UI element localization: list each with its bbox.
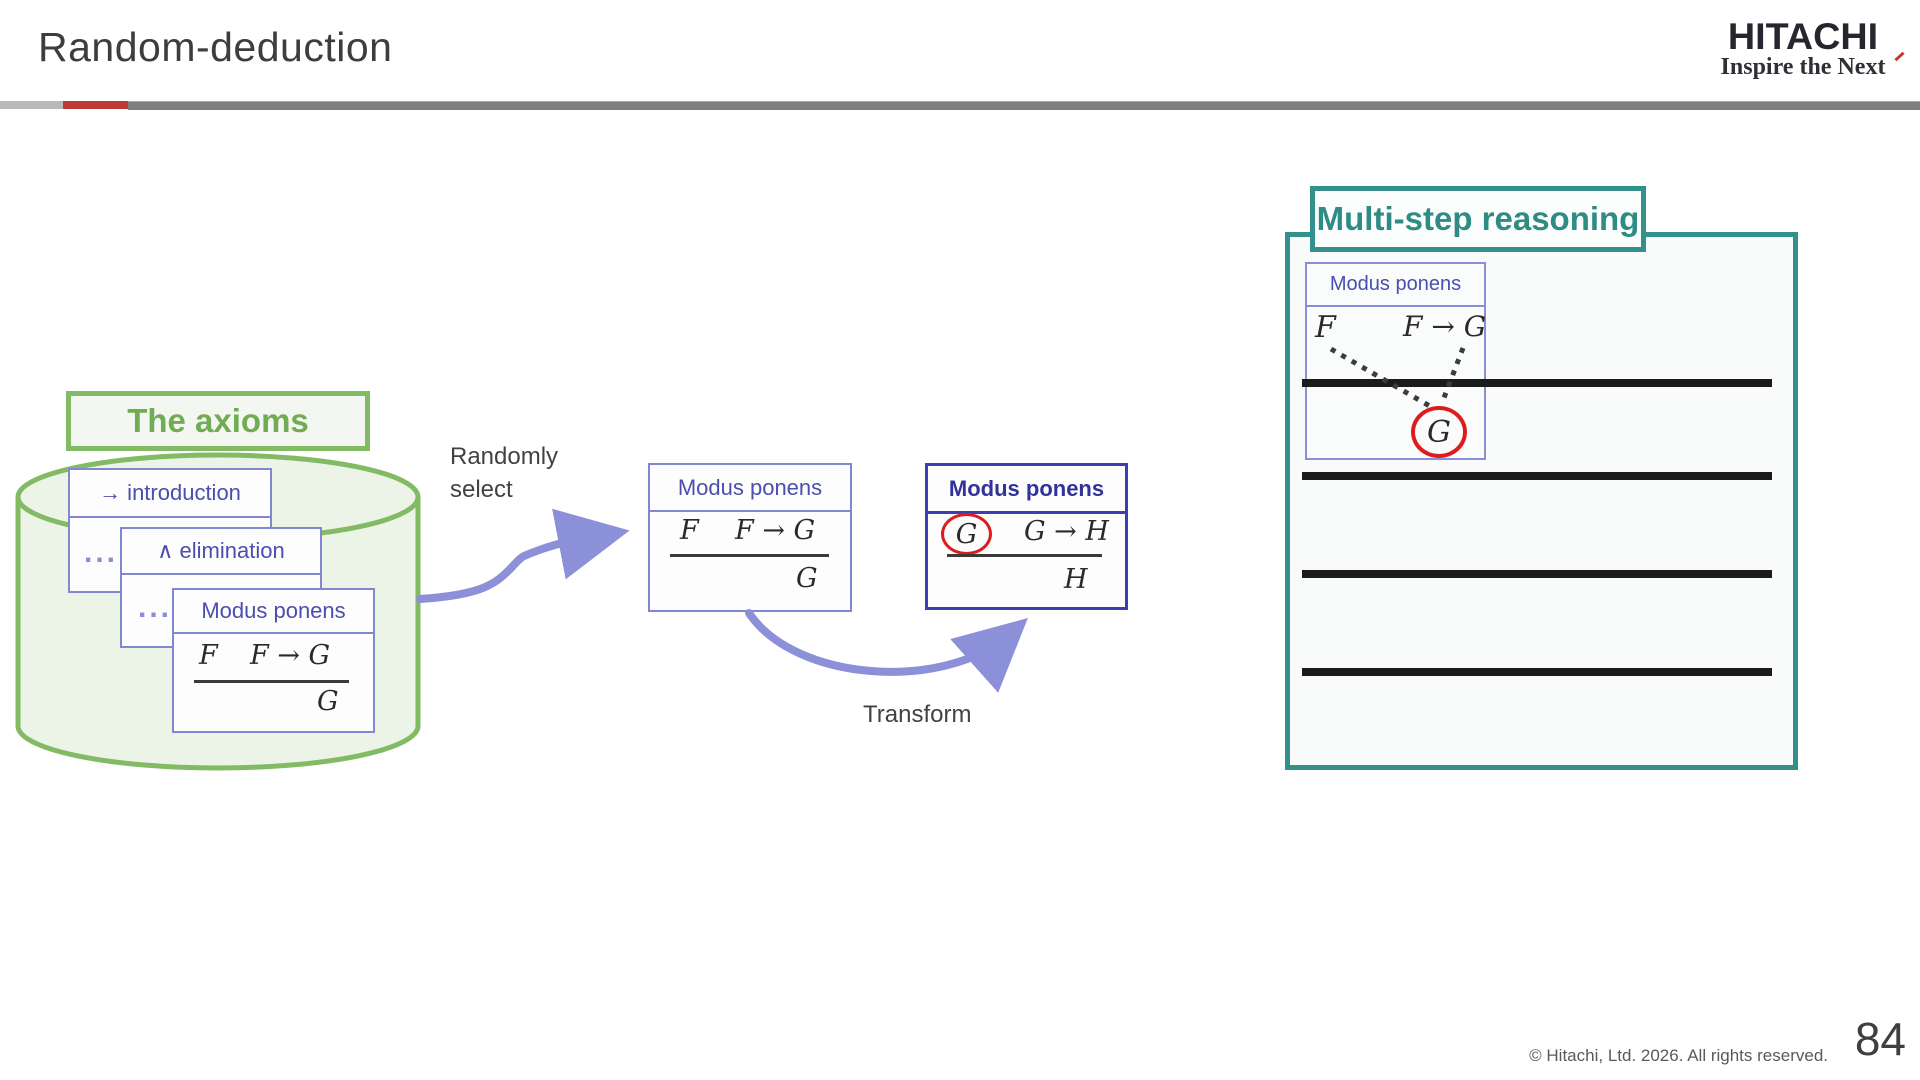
highlight-circle: G xyxy=(941,513,992,555)
randomly-select-label: Randomly select xyxy=(450,443,559,503)
fraction-line xyxy=(947,554,1102,557)
conclusion: G xyxy=(796,563,818,594)
page-title: Random-deduction xyxy=(38,24,393,70)
header-divider xyxy=(0,101,1920,110)
hitachi-tagline-text: Inspire the Next xyxy=(1720,54,1886,80)
red-accent-mark xyxy=(1894,51,1905,62)
rule-title: Modus ponens xyxy=(928,466,1125,514)
premise-2: F → G xyxy=(735,515,816,546)
highlight-circle: G xyxy=(1411,406,1467,458)
hitachi-wordmark: HITACHI xyxy=(1727,16,1879,57)
page-number: 84 xyxy=(1854,1013,1906,1065)
fraction-line xyxy=(194,680,349,683)
conclusion: G xyxy=(317,686,339,717)
premise-1: F xyxy=(680,515,699,546)
multi-step-reasoning-label: Multi-step reasoning xyxy=(1310,186,1646,252)
axiom-card-title: Modus ponens xyxy=(174,590,373,634)
premise-2: F → G xyxy=(1403,310,1487,343)
premise-1: G xyxy=(955,518,978,550)
copyright-text: © Hitachi, Ltd. 2026. All rights reserve… xyxy=(1529,1046,1828,1065)
ellipsis-dots: ... xyxy=(138,591,173,624)
rule-title: Modus ponens xyxy=(1307,264,1484,307)
divider-segment-gray xyxy=(128,101,1920,110)
transform-label: Transform xyxy=(863,701,972,728)
ellipsis-dots: ... xyxy=(84,536,119,569)
rule-title: Modus ponens xyxy=(650,465,850,512)
proof-line xyxy=(1302,472,1772,480)
premise-2: G → H xyxy=(1024,516,1109,547)
proof-line xyxy=(1302,379,1772,387)
selected-rule-box: Modus ponens F F → G G xyxy=(648,463,852,612)
transform-arrow xyxy=(745,609,1028,693)
axiom-card-modus-ponens: Modus ponens F F → G G xyxy=(172,588,375,733)
conclusion: G xyxy=(1427,414,1451,450)
premise-2: F → G xyxy=(250,640,331,671)
divider-segment-red xyxy=(63,101,128,109)
hitachi-logo: HITACHI Inspire the Next xyxy=(1698,16,1908,81)
random-select-arrow xyxy=(416,508,630,603)
conclusion: H xyxy=(1064,564,1088,595)
axiom-card-title: → introduction xyxy=(70,470,270,518)
premise-1: F xyxy=(199,640,218,671)
hitachi-tagline: Inspire the Next xyxy=(1698,51,1908,81)
axioms-label: The axioms xyxy=(66,391,370,451)
premise-1: F xyxy=(1315,310,1336,345)
proof-line xyxy=(1302,570,1772,578)
transformed-rule-box: Modus ponens G G → H H xyxy=(925,463,1128,610)
divider-segment-light xyxy=(0,101,63,109)
proof-line xyxy=(1302,668,1772,676)
fraction-line xyxy=(670,554,829,557)
axiom-card-title: ∧ elimination xyxy=(122,529,320,575)
